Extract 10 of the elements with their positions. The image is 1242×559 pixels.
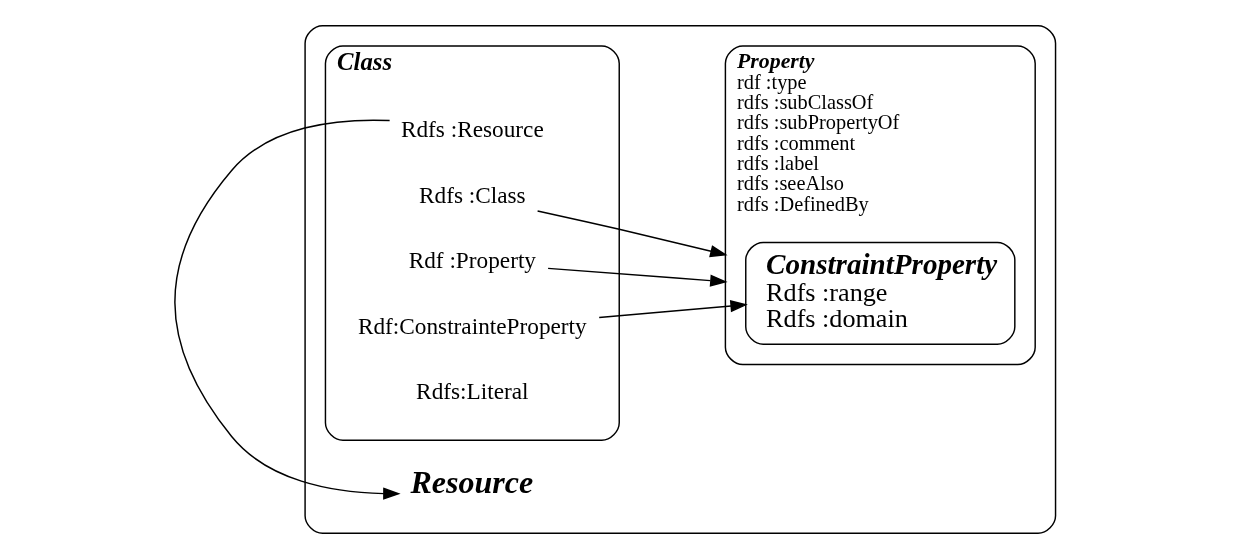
arrow (547, 267, 728, 287)
node-text: Rdfs :Resource (400, 116, 544, 143)
arrow (174, 119, 401, 500)
arrow (536, 210, 728, 258)
node-box: ConstraintProperty Rdfs :range Rdfs :domain (745, 241, 1016, 345)
node-text: Rdfs:Literal (416, 378, 529, 405)
node-text: Rdf:ConstrainteProperty (357, 312, 587, 339)
node-text: Rdf :Property (408, 247, 536, 274)
node-text: Rdfs :Class (419, 181, 526, 208)
arrow (598, 300, 748, 319)
